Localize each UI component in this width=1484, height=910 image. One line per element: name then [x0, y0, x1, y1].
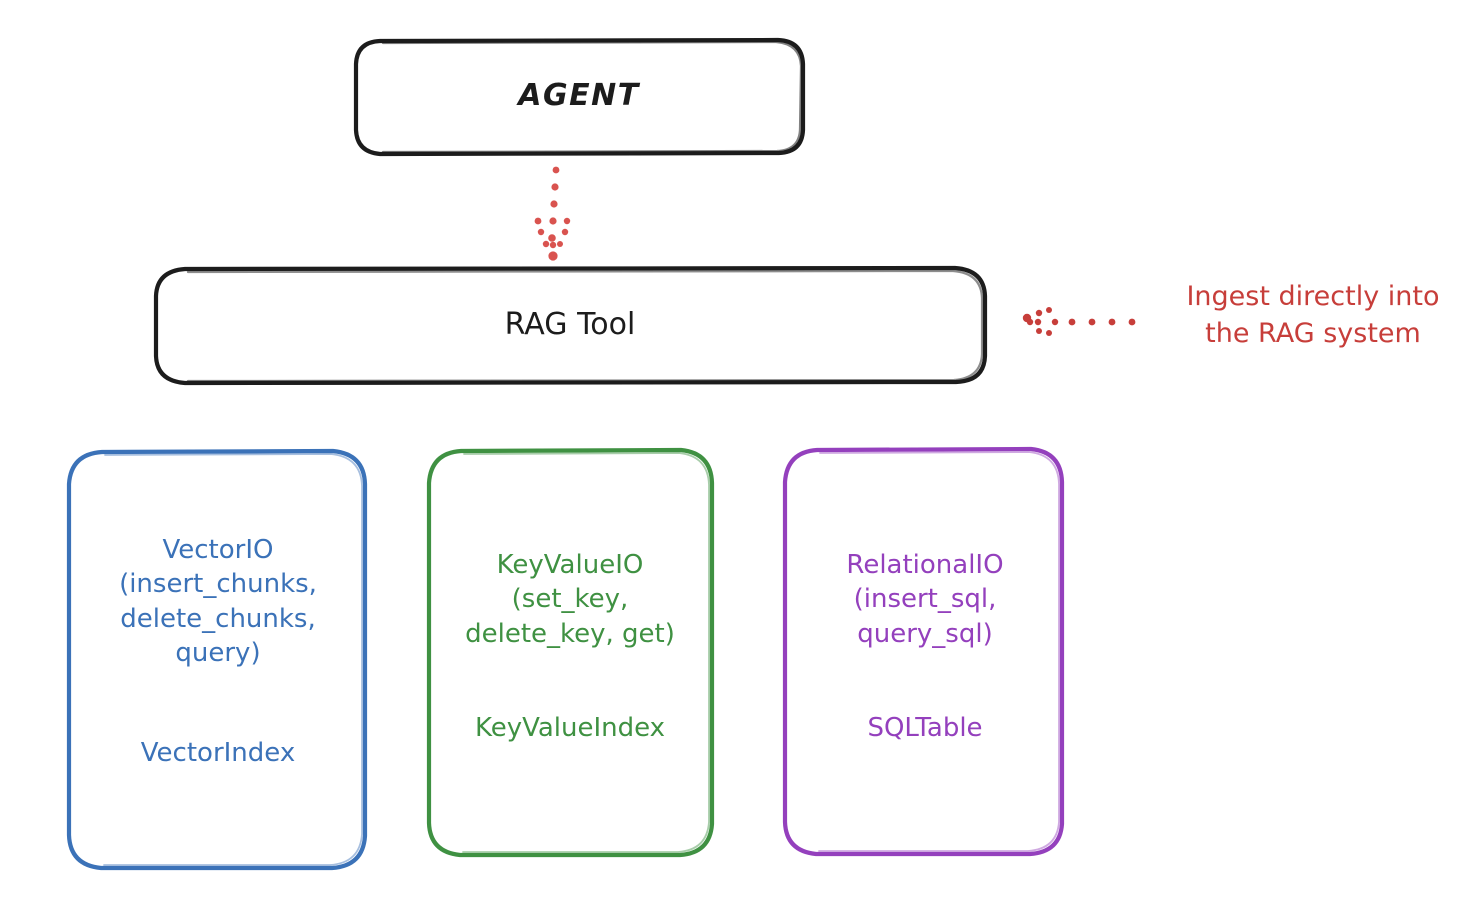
agent-to-rag-connector	[534, 166, 571, 261]
key-value-io-api-label: KeyValueIO (set_key, delete_key, get)	[465, 550, 675, 649]
key-value-io-box-outline-sketch	[462, 452, 710, 853]
rag-tool-node[interactable]	[153, 265, 988, 386]
vector-io-box-outline-sketch	[103, 453, 363, 866]
agent-label: AGENT	[518, 78, 640, 113]
rag-tool-box-outline	[153, 265, 988, 386]
relational-io-api-label: RelationalIO (insert_sql, query_sql)	[846, 550, 1004, 649]
vector-io-index-label: VectorIndex	[140, 738, 296, 768]
vector-io-api-label: VectorIO (insert_chunks, delete_chunks, …	[119, 535, 317, 668]
relational-io-box-outline-sketch	[818, 451, 1060, 852]
vector-io-box-outline	[66, 448, 368, 871]
relational-io-index-label: SQLTable	[867, 713, 983, 743]
rag-tool-box-outline-sketch	[186, 269, 984, 383]
ingest-annotation-text: Ingest directly into the RAG system	[1186, 281, 1440, 350]
key-value-io-box-outline	[426, 447, 715, 858]
vector-io-node[interactable]	[66, 448, 368, 871]
note-to-rag-connector	[1022, 307, 1136, 336]
relational-io-box-outline	[782, 446, 1065, 857]
agent-box-outline	[353, 37, 806, 157]
agent-box-outline-sketch	[381, 40, 803, 154]
key-value-io-node[interactable]	[426, 447, 715, 858]
rag-tool-label: RAG Tool	[504, 307, 636, 342]
key-value-io-index-label: KeyValueIndex	[474, 713, 666, 743]
relational-io-node[interactable]	[782, 446, 1065, 857]
agent-node[interactable]	[353, 37, 806, 157]
